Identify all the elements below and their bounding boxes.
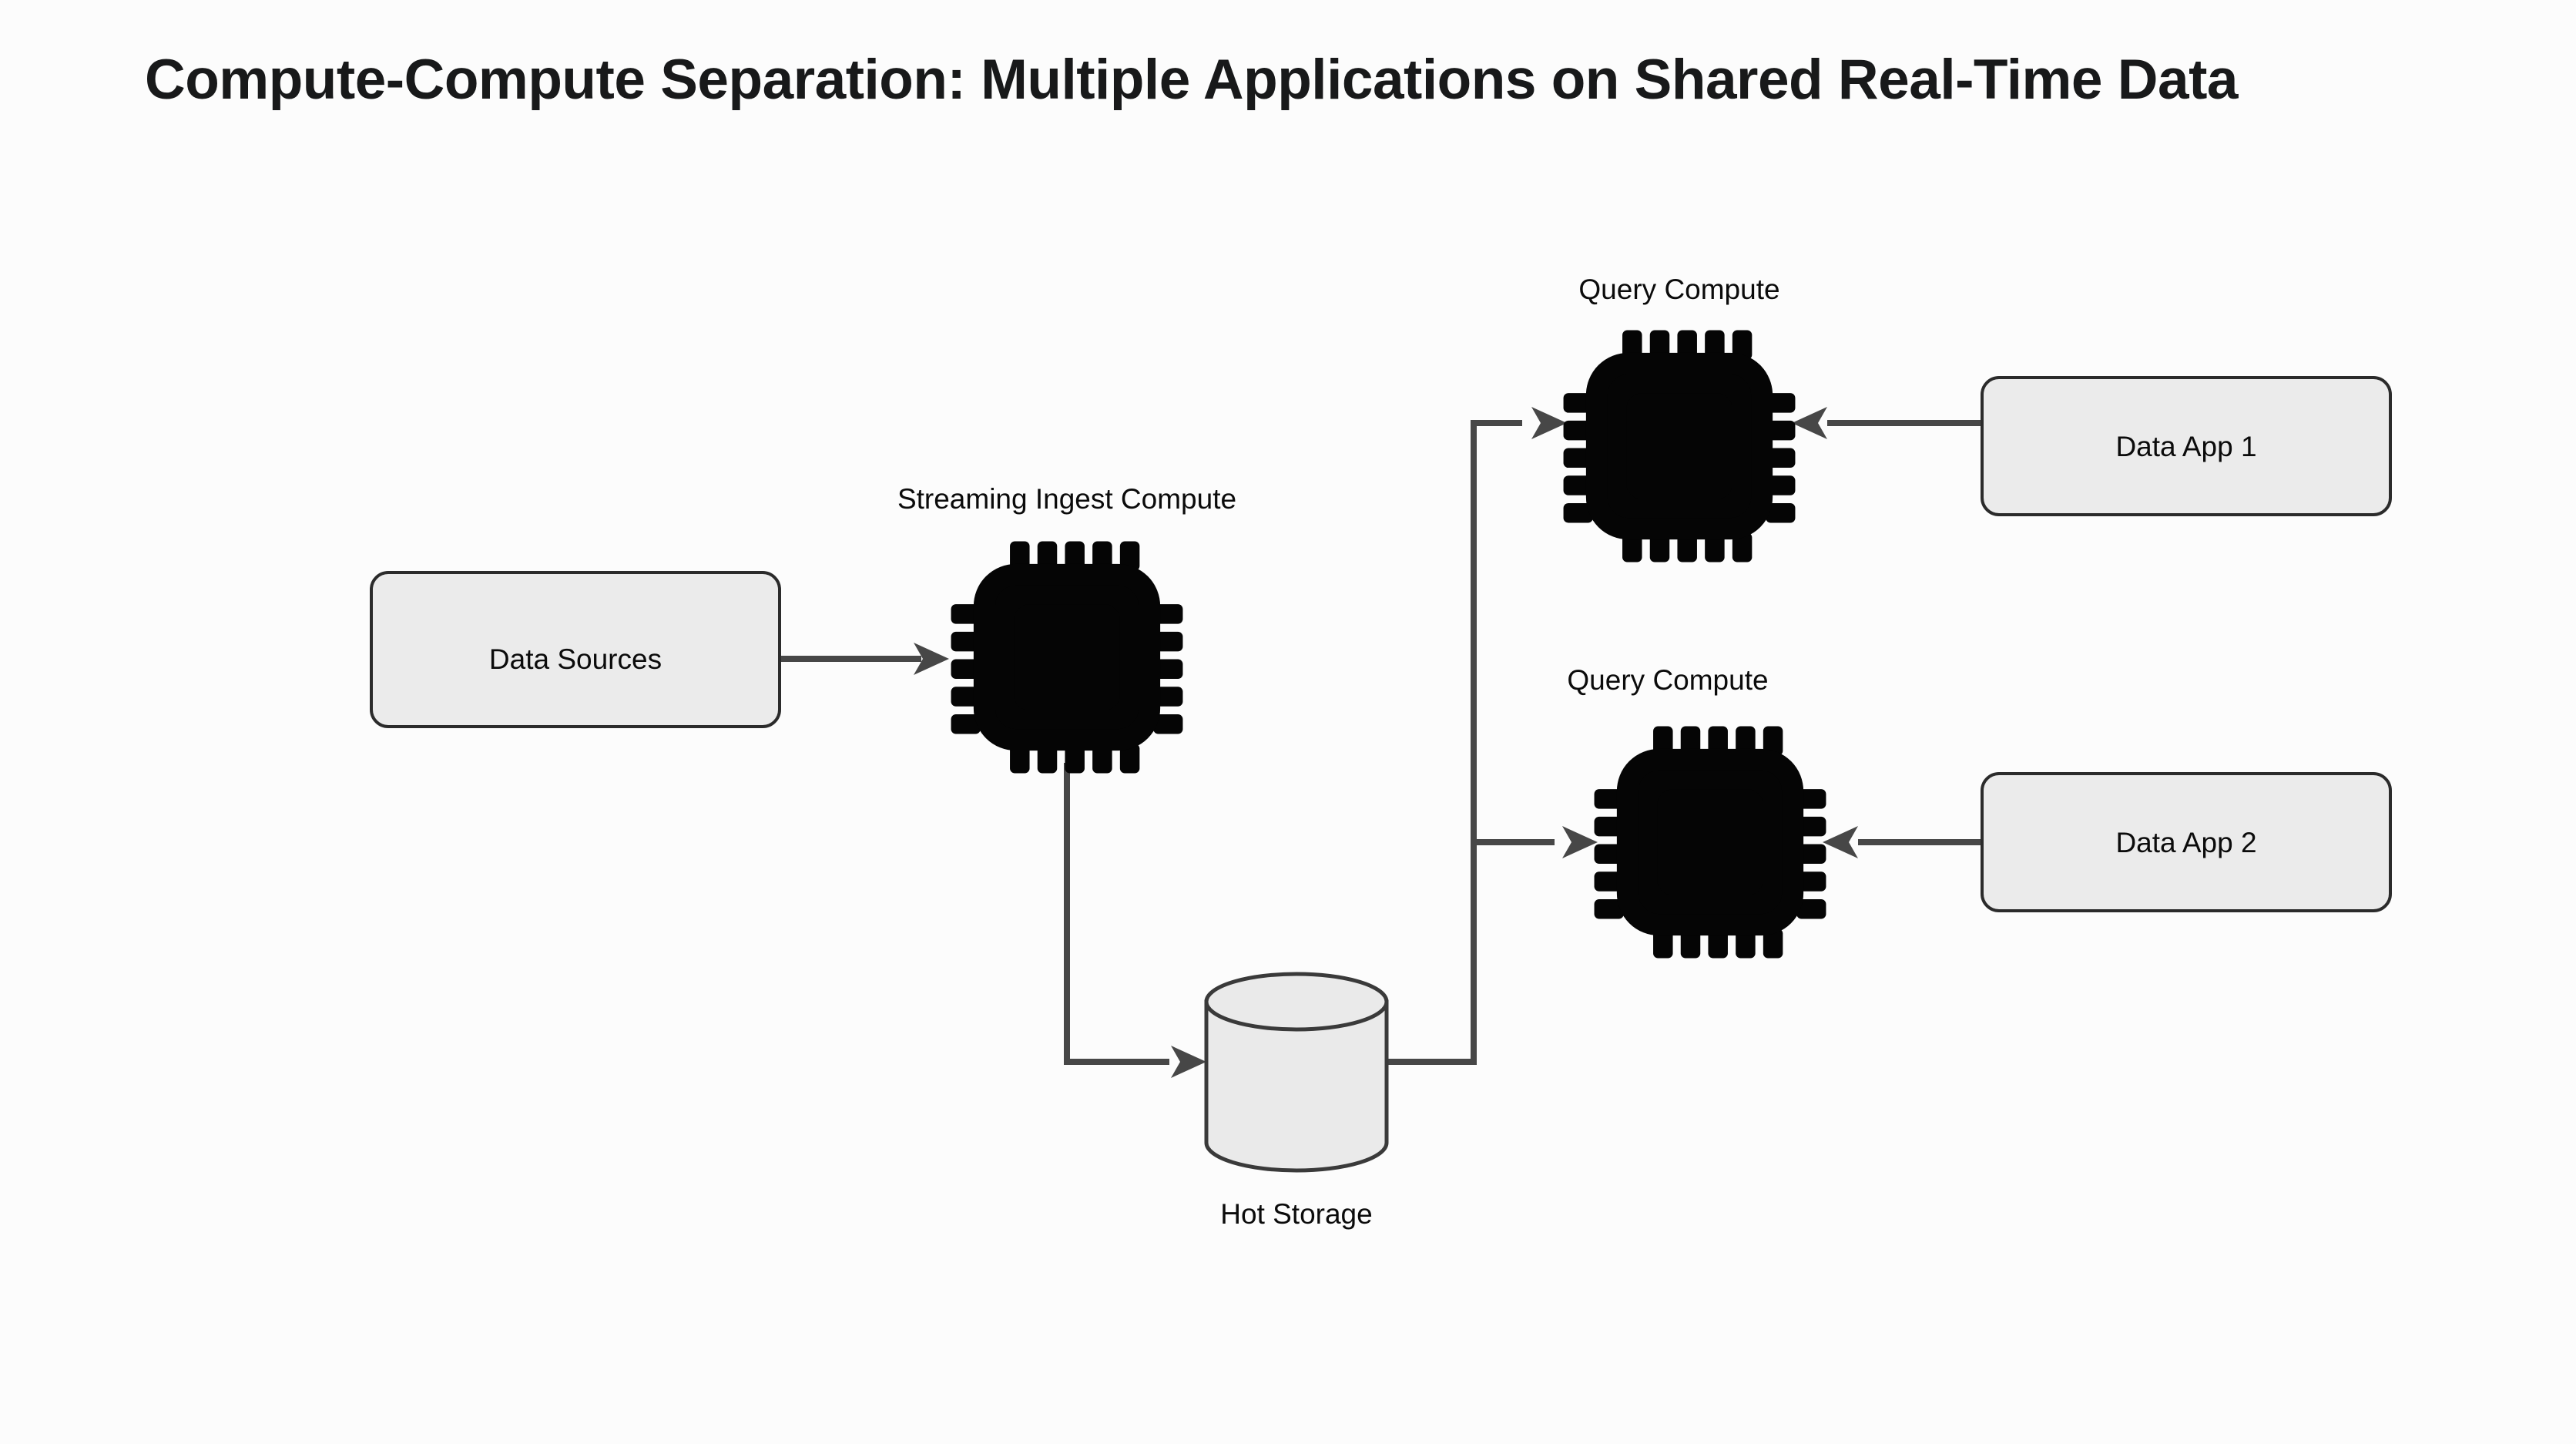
node-streaming-ingest-compute[interactable]: Streaming Ingest Compute [897, 483, 1236, 773]
node-label-query-compute-2: Query Compute [1567, 664, 1768, 696]
node-label-streaming-ingest-compute: Streaming Ingest Compute [897, 483, 1236, 515]
edge-app2-to-query2 [1823, 826, 1982, 858]
edge-storage-to-query2 [1474, 826, 1598, 858]
cpu-chip-icon [1595, 727, 1826, 959]
edge-ingest-to-storage [1064, 763, 1206, 1078]
edge-sources-to-ingest [775, 643, 949, 675]
node-hot-storage[interactable]: Hot Storage [1204, 972, 1389, 1230]
node-query-compute-2[interactable]: Query Compute [1567, 664, 1826, 958]
node-label-data-app-1: Data App 1 [2115, 431, 2256, 462]
node-label-query-compute-1: Query Compute [1578, 274, 1779, 305]
node-data-app-2[interactable]: Data App 2 [1981, 772, 2392, 912]
cpu-chip-icon [951, 542, 1183, 774]
edge-app1-to-query1 [1792, 407, 1982, 439]
node-query-compute-1[interactable]: Query Compute [1564, 274, 1796, 562]
cpu-chip-icon [1564, 331, 1796, 562]
node-data-app-1[interactable]: Data App 1 [1981, 376, 2392, 516]
node-label-data-sources: Data Sources [489, 643, 662, 675]
page-title: Compute-Compute Separation: Multiple App… [145, 49, 2239, 111]
node-label-data-app-2: Data App 2 [2115, 827, 2256, 858]
edge-storage-to-query1 [1387, 407, 1567, 1065]
node-data-sources[interactable]: Data Sources [370, 571, 781, 728]
node-label-hot-storage: Hot Storage [1220, 1198, 1372, 1230]
